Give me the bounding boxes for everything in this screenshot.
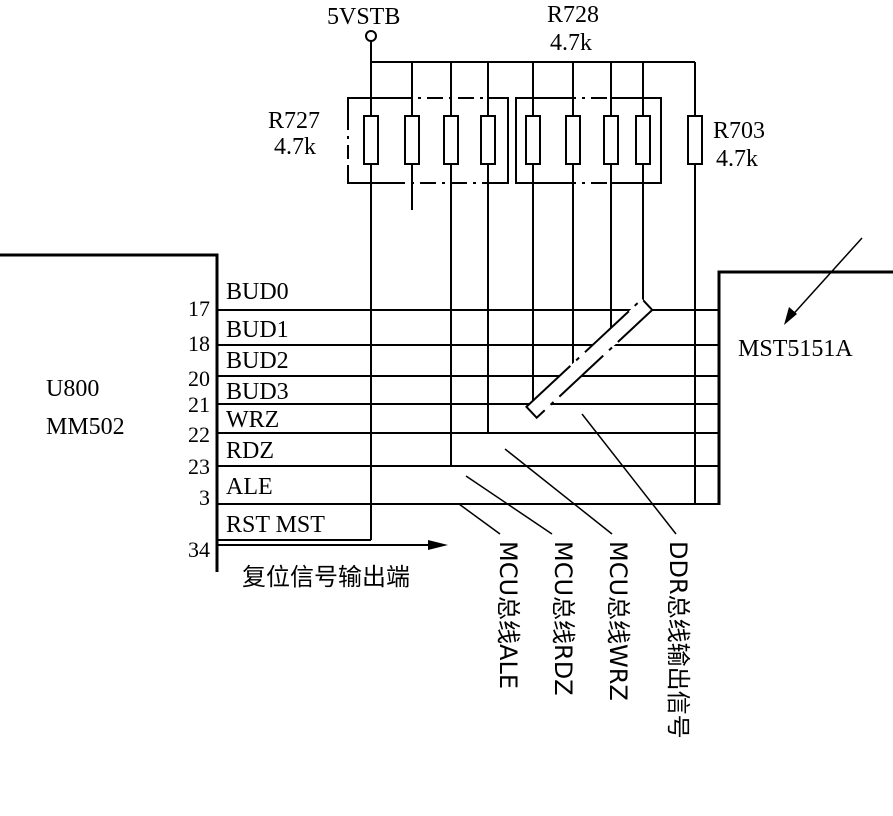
- r727-name: R727: [268, 108, 320, 134]
- pullup-leads: [370, 164, 696, 540]
- mst5151a-pointer-arrowhead: [784, 307, 797, 325]
- mst5151a-name: MST5151A: [738, 336, 853, 362]
- resistor-bodies: [363, 115, 703, 165]
- signal-label-ale: ALE: [226, 474, 273, 500]
- r728-package: [515, 97, 662, 184]
- signal-label-bud0: BUD0: [226, 279, 289, 305]
- u800-name: U800: [46, 376, 99, 402]
- resistor-body: [603, 115, 619, 165]
- resistor-body: [525, 115, 541, 165]
- signal-label-wrz: WRZ: [226, 407, 279, 433]
- pin-number: 23: [188, 454, 210, 479]
- reset-output-arrowhead: [428, 540, 448, 550]
- resistor-body: [635, 115, 651, 165]
- power-label: 5VSTB: [327, 4, 400, 30]
- ddr-output-caption: DDR总线输出信号: [664, 541, 692, 739]
- pin-number: 17: [188, 296, 210, 321]
- signal-label-bud2: BUD2: [226, 348, 289, 374]
- r703-name: R703: [713, 118, 765, 144]
- pin-number: 20: [188, 366, 210, 391]
- signal-label-bud3: BUD3: [226, 379, 289, 405]
- r728-value: 4.7k: [550, 30, 592, 56]
- signal-label-bud1: BUD1: [226, 317, 289, 343]
- r727-value: 4.7k: [274, 134, 316, 160]
- mcu-wrz-caption: MCU总线WRZ: [604, 541, 632, 701]
- mcu-rdz-caption: MCU总线RDZ: [549, 541, 577, 696]
- signal-label-rdz: RDZ: [226, 438, 274, 464]
- reset-output-caption: 复位信号输出端: [242, 563, 410, 591]
- r728-name: R728: [547, 2, 599, 28]
- rail-drops: [370, 62, 696, 116]
- power-terminal: [365, 30, 377, 42]
- resistor-body: [404, 115, 420, 165]
- u800-model: MM502: [46, 414, 125, 440]
- mcu-ale-caption: MCU总线ALE: [494, 541, 522, 689]
- mst5151a-pointer: [787, 237, 863, 321]
- pin-number: 21: [188, 392, 210, 417]
- pin-number: 22: [188, 422, 210, 447]
- pin-number: 3: [199, 485, 210, 510]
- resistor-r703-body: [687, 115, 703, 165]
- resistor-body: [443, 115, 459, 165]
- resistor-body: [480, 115, 496, 165]
- signal-label-rst-mst: RST MST: [226, 512, 325, 538]
- pin-number: 18: [188, 331, 210, 356]
- resistor-body: [363, 115, 379, 165]
- r703-value: 4.7k: [716, 146, 758, 172]
- pin-number: 34: [188, 537, 210, 562]
- ddr-bundle-marker: [525, 297, 654, 420]
- resistor-body: [565, 115, 581, 165]
- mst5151a-outline: [717, 270, 893, 505]
- leader-lines: [458, 413, 677, 535]
